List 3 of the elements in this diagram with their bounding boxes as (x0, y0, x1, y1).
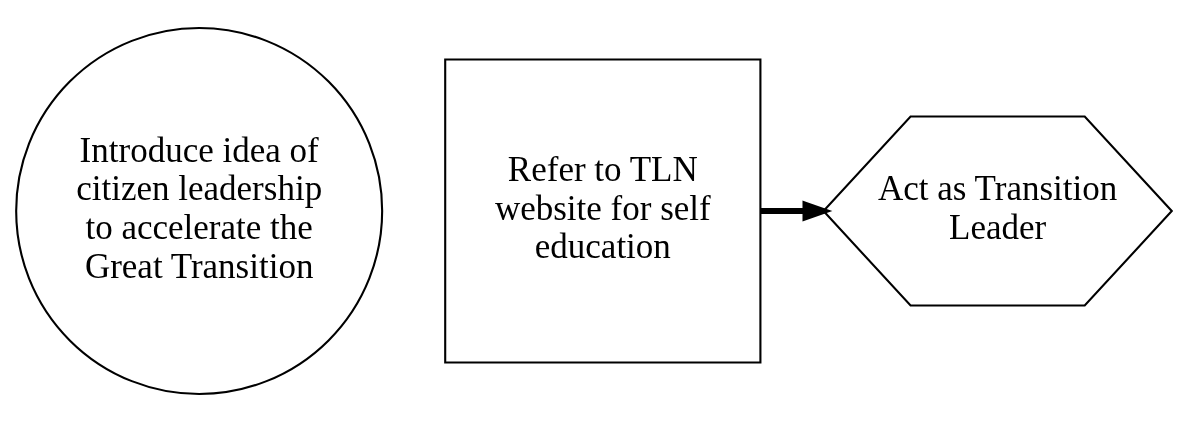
node-circle: Introduce idea of citizen leadership to accelerate the Great Transition (15, 26, 384, 395)
arrow (760, 200, 833, 221)
node-box: Refer to TLN website for self education (444, 58, 762, 364)
